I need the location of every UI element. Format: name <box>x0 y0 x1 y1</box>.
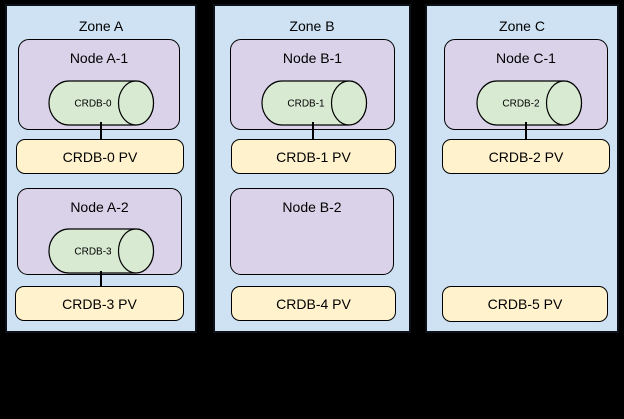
node-a2: Node A-2 CRDB-3 <box>17 188 182 275</box>
pv-crdb-1-label: CRDB-1 PV <box>276 148 351 165</box>
zone-b-label: Zone B <box>289 18 335 34</box>
node-b2-empty: Node B-2 <box>230 188 394 275</box>
node-b2-label: Node B-2 <box>282 199 342 215</box>
zone-c-label: Zone C <box>499 18 545 34</box>
pv-crdb-1: CRDB-1 PV <box>231 139 396 174</box>
pv-crdb-3: CRDB-3 PV <box>15 286 184 321</box>
node-a1-label: Node A-1 <box>69 50 129 66</box>
crdb-3-label: CRDB-3 <box>74 247 112 258</box>
pv-crdb-3-label: CRDB-3 PV <box>62 295 137 312</box>
pv-crdb-2-label: CRDB-2 PV <box>488 148 564 165</box>
zone-c-container: Zone C Node C-1 CRDB-2 CRDB-2 PV CRDB-5 … <box>425 4 619 333</box>
zone-a-label: Zone A <box>78 18 124 34</box>
pv-crdb-4-label: CRDB-4 PV <box>276 295 351 312</box>
node-c1: Node C-1 CRDB-2 <box>444 39 608 130</box>
crdb-1-label: CRDB-1 <box>287 99 325 110</box>
crdb-1-database-cylinder: CRDB-1 <box>261 80 368 126</box>
crdb-0-database-cylinder: CRDB-0 <box>48 80 155 126</box>
connector-crdb1-to-pv <box>312 122 314 140</box>
crdb-2-database-cylinder: CRDB-2 <box>476 80 583 126</box>
pv-crdb-0: CRDB-0 PV <box>16 139 184 174</box>
node-a1: Node A-1 CRDB-0 <box>18 39 180 130</box>
crdb-0-label: CRDB-0 <box>74 99 112 110</box>
pv-crdb-5: CRDB-5 PV <box>442 286 608 322</box>
node-c1-label: Node C-1 <box>496 50 556 66</box>
connector-crdb2-to-pv <box>525 122 527 140</box>
pv-crdb-0-label: CRDB-0 PV <box>62 148 138 165</box>
node-b1: Node B-1 CRDB-1 <box>230 39 395 130</box>
pv-crdb-2: CRDB-2 PV <box>442 139 610 174</box>
crdb-2-label: CRDB-2 <box>502 99 540 110</box>
zone-b-container: Zone B Node B-1 CRDB-1 CRDB-1 PV Node B-… <box>213 4 411 333</box>
node-a2-label: Node A-2 <box>70 199 129 215</box>
zone-a-container: Zone A Node A-1 CRDB-0 CRDB-0 PV Node A-… <box>5 4 197 333</box>
connector-crdb0-to-pv <box>100 122 102 140</box>
node-b1-label: Node B-1 <box>282 50 343 66</box>
pv-crdb-4: CRDB-4 PV <box>231 286 396 321</box>
crdb-3-database-cylinder: CRDB-3 <box>48 228 155 274</box>
connector-crdb3-to-pv <box>100 271 102 287</box>
pv-crdb-5-label: CRDB-5 PV <box>487 296 563 312</box>
